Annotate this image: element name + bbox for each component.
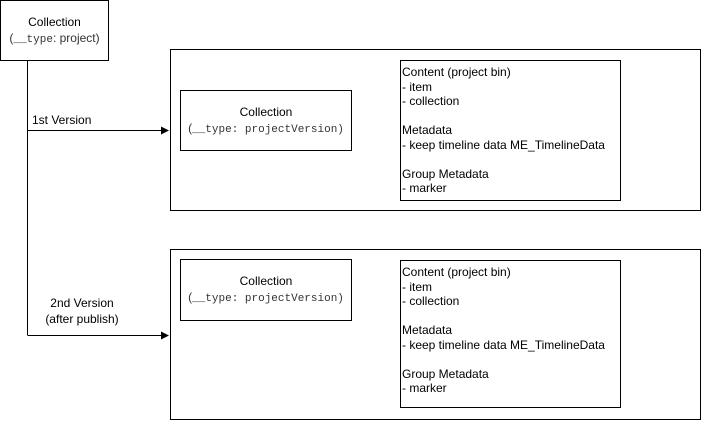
- metadata-heading: Metadata: [402, 323, 453, 337]
- content-item: - collection: [402, 94, 460, 108]
- version-2-collection-type: (__type: projectVersion): [188, 290, 344, 305]
- metadata-heading: Metadata: [402, 123, 453, 137]
- content-item: - item: [402, 279, 432, 294]
- version-2-content-box: Content (project bin) - item - collectio…: [400, 260, 621, 408]
- group-metadata-item: - marker: [402, 181, 447, 195]
- root-collection-type: (__type: project): [9, 30, 100, 46]
- version-1-content-box: Content (project bin) - item - collectio…: [400, 60, 621, 201]
- content-item: - collection: [402, 294, 460, 308]
- version-2-collection-title: Collection: [239, 274, 293, 288]
- version-1-collection-type: (__type: projectVersion): [188, 120, 344, 136]
- group-metadata-heading: Group Metadata: [402, 366, 489, 381]
- version-1-collection-title: Collection: [239, 104, 293, 119]
- version-1-collection-box: Collection (__type: projectVersion): [180, 90, 352, 151]
- root-collection-title: Collection: [28, 14, 81, 29]
- root-collection-box: Collection (__type: project): [0, 0, 109, 61]
- content-heading: Content (project bin): [402, 265, 511, 279]
- group-metadata-heading: Group Metadata: [402, 166, 489, 181]
- version-2-label: 2nd Version (after publish): [45, 296, 119, 326]
- metadata-item: - keep timeline data ME_TimelineData: [402, 337, 605, 352]
- content-item: - item: [402, 79, 432, 94]
- group-metadata-item: - marker: [402, 381, 447, 395]
- metadata-item: - keep timeline data ME_TimelineData: [402, 137, 605, 152]
- version-1-label: 1st Version: [32, 113, 92, 127]
- version-2-collection-box: Collection (__type: projectVersion): [180, 259, 352, 321]
- content-heading: Content (project bin): [402, 65, 511, 79]
